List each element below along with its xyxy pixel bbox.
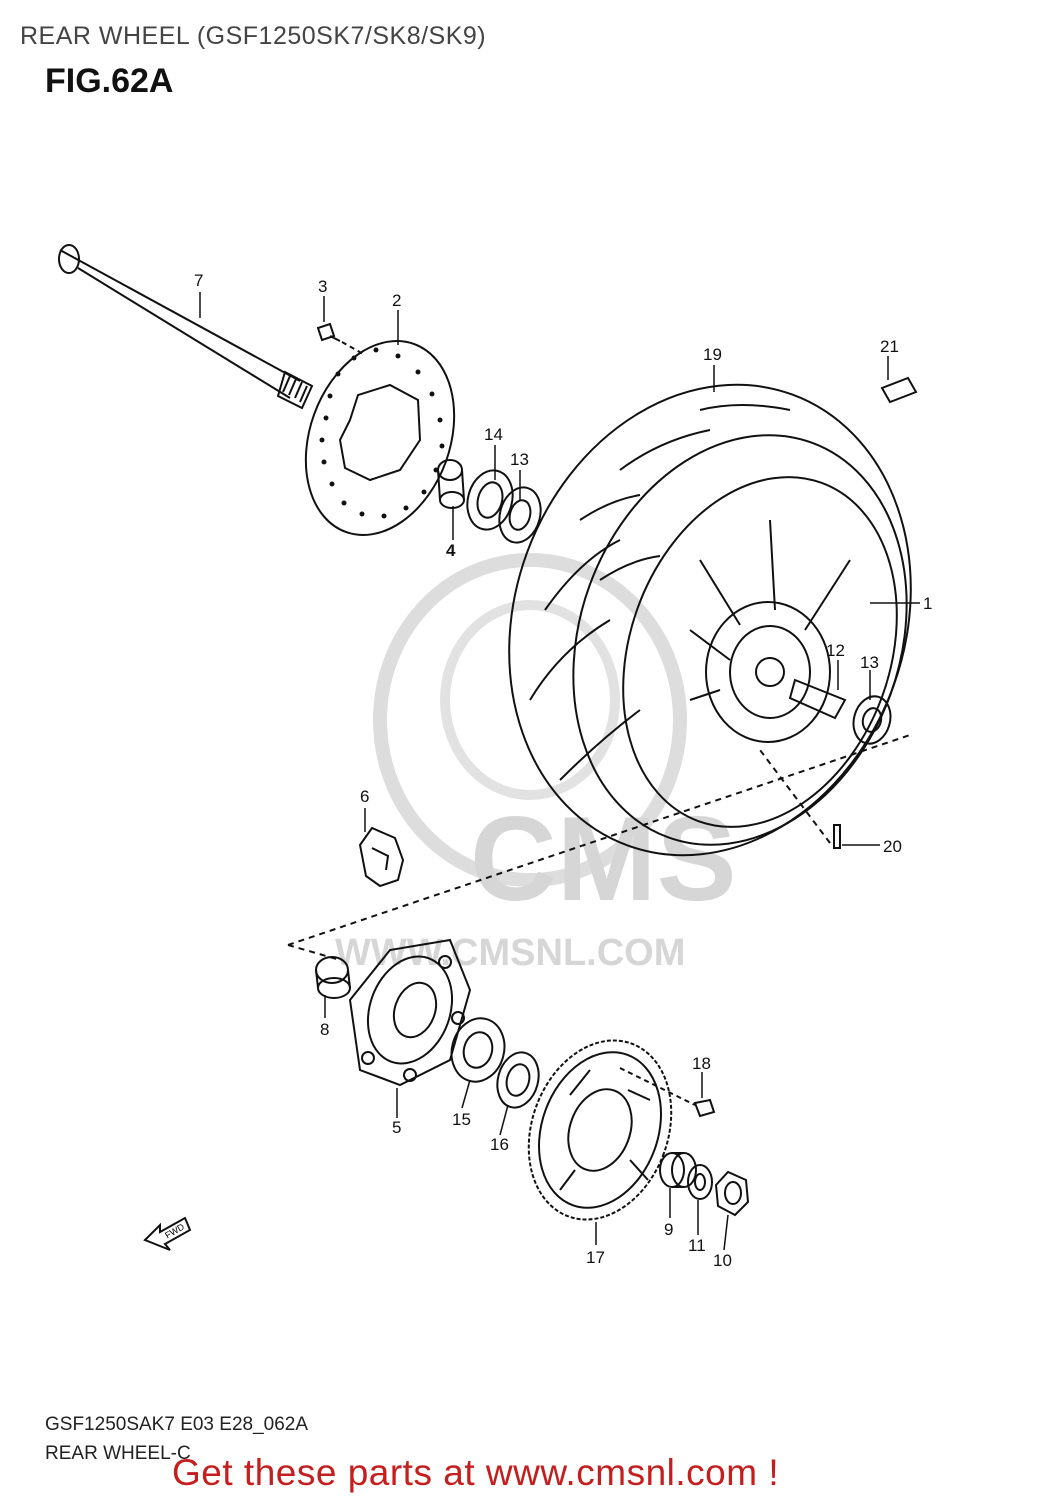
callout-17: 17 — [586, 1248, 605, 1267]
wheel-bearing-right — [852, 695, 892, 745]
center-sleeve — [788, 678, 847, 720]
get-parts-link[interactable]: Get these parts at www.cmsnl.com ! — [172, 1452, 780, 1493]
balance-weight — [880, 376, 918, 404]
figure-label: FIG.62A — [45, 62, 174, 100]
watermark-brand: CMS — [470, 792, 737, 926]
diagram-name: REAR WHEEL-C — [45, 1443, 191, 1464]
oil-seal — [466, 469, 514, 531]
callout-3: 3 — [318, 277, 327, 296]
diagram-code: GSF1250SAK7 E03 E28_062A — [45, 1414, 309, 1435]
callout-13-lower: 13 — [860, 653, 879, 672]
axle-nut — [714, 1170, 750, 1217]
callout-16: 16 — [490, 1135, 509, 1154]
callout-20: 20 — [883, 837, 902, 856]
damper-retainer — [358, 826, 405, 888]
callout-10: 10 — [713, 1251, 732, 1270]
forward-arrow-icon — [143, 1216, 192, 1251]
callout-8: 8 — [320, 1020, 329, 1039]
spacer-collar — [437, 459, 465, 509]
brake-disc — [304, 340, 456, 536]
cms-watermark: CMS WWW.CMSNL.COM — [335, 553, 737, 974]
callout-4: 4 — [446, 541, 456, 560]
callout-9: 9 — [664, 1220, 673, 1239]
callout-1: 1 — [923, 594, 932, 613]
callout-13-upper: 13 — [510, 450, 529, 469]
sprocket-drum — [348, 938, 472, 1087]
drum-oil-seal — [496, 1051, 540, 1109]
sprocket-nut — [693, 1098, 716, 1118]
callout-2: 2 — [392, 291, 401, 310]
dust-cap — [315, 956, 351, 999]
callout-12: 12 — [826, 641, 845, 660]
page-title: REAR WHEEL (GSF1250SK7/SK8/SK9) — [20, 22, 487, 50]
callout-11: 11 — [688, 1236, 706, 1255]
callout-18: 18 — [692, 1054, 711, 1073]
callout-14: 14 — [484, 425, 503, 444]
axle-spacer — [659, 1152, 697, 1188]
callout-21: 21 — [880, 337, 899, 356]
disc-bolt — [316, 322, 341, 342]
axle — [58, 244, 314, 410]
rear-sprocket — [527, 1039, 673, 1221]
tire-valve — [833, 824, 841, 849]
wheel-bearing-left — [498, 486, 542, 544]
axle-washer — [687, 1164, 713, 1200]
callout-19: 19 — [703, 345, 722, 364]
callout-15: 15 — [452, 1110, 471, 1129]
rear-wheel-with-tire — [508, 383, 912, 857]
callout-7: 7 — [194, 271, 203, 290]
callout-5: 5 — [392, 1118, 401, 1137]
callout-6: 6 — [360, 787, 369, 806]
